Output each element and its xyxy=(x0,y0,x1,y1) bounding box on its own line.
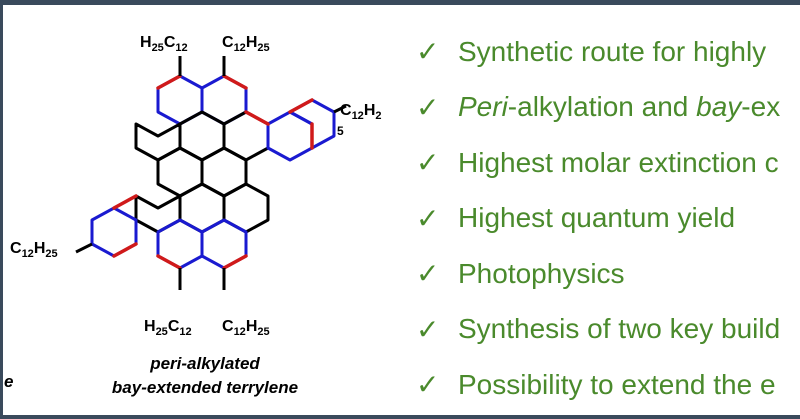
frame-bottom-border xyxy=(0,415,800,419)
red-bond-top-2 xyxy=(222,74,248,90)
list-item: ✓ Photophysics xyxy=(416,246,800,302)
check-icon: ✓ xyxy=(416,313,440,345)
ring-core-2 xyxy=(134,122,182,162)
frame-top-border xyxy=(0,0,800,5)
red-bond-top-1 xyxy=(156,74,182,90)
cropped-caption-fragment: e xyxy=(4,372,14,391)
check-icon: ✓ xyxy=(416,91,440,123)
list-item: ✓ Synthesis of two key build xyxy=(416,302,800,358)
red-bond-top-3 xyxy=(244,110,270,126)
substituent-right: C12H2 xyxy=(340,102,382,123)
red-bond-bottom-2 xyxy=(222,254,248,270)
bond-left-chain xyxy=(75,242,93,254)
list-item-text: Highest molar extinction c xyxy=(458,146,779,178)
check-icon: ✓ xyxy=(416,369,440,401)
red-bond-right-2 xyxy=(288,98,314,114)
list-item-text: Synthesis of two key build xyxy=(458,313,781,345)
substituent-left: C12H25 xyxy=(10,240,58,261)
list-item: ✓ Highest quantum yield xyxy=(416,191,800,247)
red-bond-left-2 xyxy=(112,242,138,258)
list-item-text: Highest quantum yield xyxy=(458,202,736,234)
red-bond-left-1 xyxy=(112,194,138,210)
frame-left-border xyxy=(0,0,3,419)
check-icon: ✓ xyxy=(416,36,440,68)
caption-line-1: peri-alkylated xyxy=(150,354,260,373)
list-item: ✓ Possibility to extend the e xyxy=(416,357,800,413)
list-item: ✓ Highest molar extinction c xyxy=(416,135,800,191)
red-bond-bottom-1 xyxy=(156,254,182,270)
highlights-list: ✓ Synthetic route for highly ✓ Peri-alky… xyxy=(416,24,800,413)
substituent-bottom-left: H25C12 xyxy=(144,318,192,339)
structure-caption: peri-alkylated bay-extended terrylene xyxy=(60,352,350,400)
list-item: ✓ Peri-alkylation and bay-ex xyxy=(416,80,800,136)
list-item-text: Photophysics xyxy=(458,257,625,289)
ring-core-7 xyxy=(134,194,182,234)
list-item-text: Synthetic route for highly xyxy=(458,35,767,67)
substituent-top-left: H25C12 xyxy=(140,34,188,55)
check-icon: ✓ xyxy=(416,147,440,179)
list-item-text: Possibility to extend the e xyxy=(458,368,776,400)
list-item-text: Peri-alkylation and bay-ex xyxy=(458,91,781,123)
check-icon: ✓ xyxy=(416,202,440,234)
bond-right-chain xyxy=(333,104,347,114)
check-icon: ✓ xyxy=(416,258,440,290)
list-item: ✓ Synthetic route for highly xyxy=(416,24,800,80)
caption-line-2: bay-extended terrylene xyxy=(111,378,299,397)
substituent-top-right: C12H25 xyxy=(222,34,270,55)
substituent-bottom-right: C12H25 xyxy=(222,318,270,339)
substituent-right-subscript: 5 xyxy=(337,124,344,138)
terrylene-structure-diagram xyxy=(75,56,347,290)
